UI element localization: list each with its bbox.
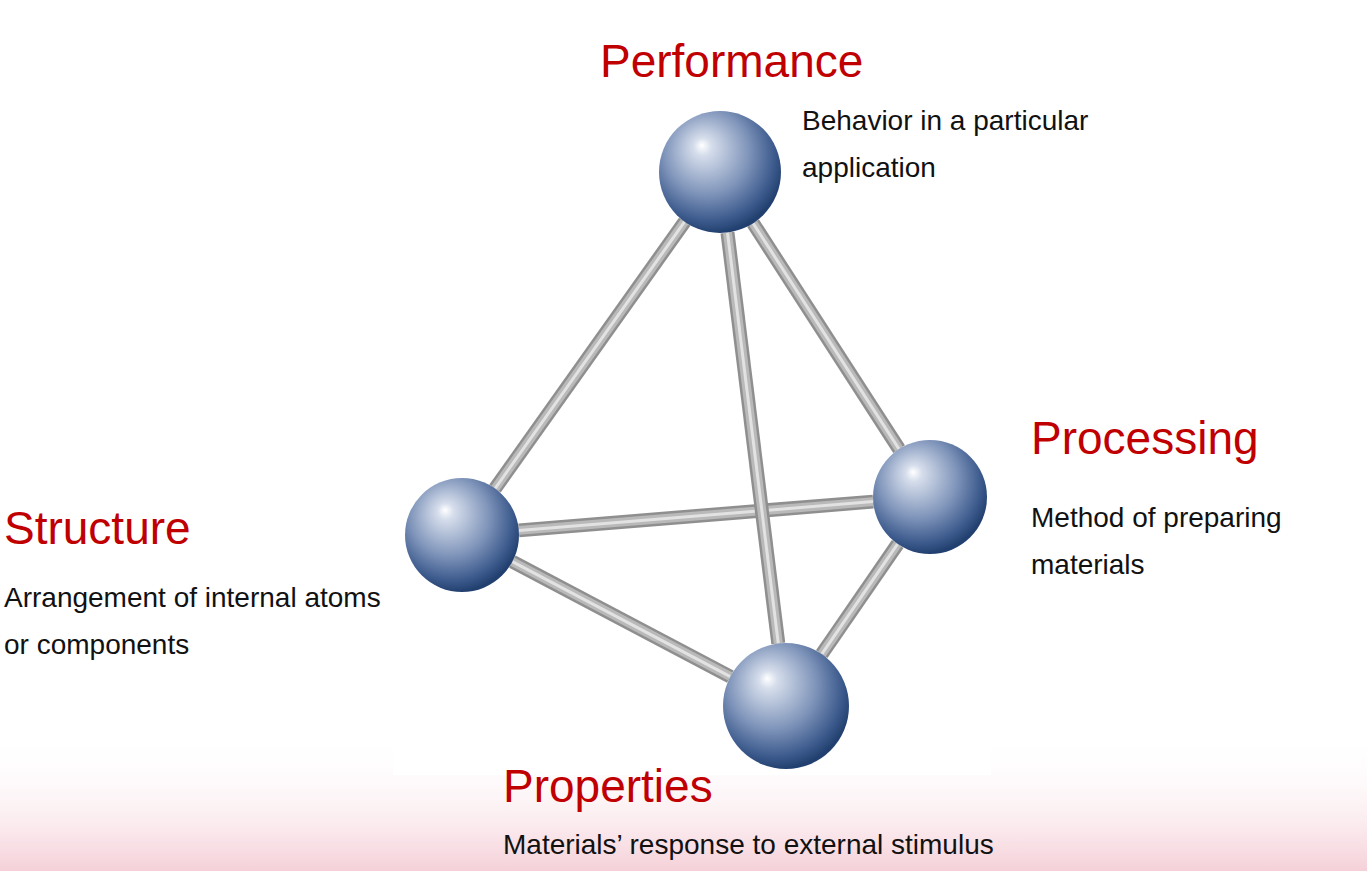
sphere-body <box>405 478 519 592</box>
rod <box>512 562 730 677</box>
node-description: Method of preparing materials <box>1031 494 1361 588</box>
sphere-body <box>723 643 849 769</box>
rod-highlight <box>727 233 778 644</box>
rod-highlight <box>753 223 899 449</box>
sphere-node: PropertiesMaterials’ response to externa… <box>723 643 849 769</box>
node-description: Materials’ response to external stimulus <box>503 821 994 868</box>
rod <box>753 223 899 449</box>
rod-shade <box>495 222 685 489</box>
rod-shade <box>727 233 778 644</box>
rod-group <box>495 222 685 489</box>
sphere-node: StructureArrangement of internal atoms o… <box>405 478 519 592</box>
rod <box>822 544 898 654</box>
sphere-body <box>873 440 987 554</box>
rod <box>519 502 873 531</box>
rod-shade <box>753 223 899 449</box>
rod <box>495 222 685 489</box>
node-heading: Structure <box>4 502 191 555</box>
rod-highlight <box>512 562 730 677</box>
node-description: Arrangement of internal atoms or compone… <box>4 574 399 668</box>
rod-group <box>727 233 778 644</box>
node-heading: Properties <box>503 760 713 813</box>
sphere <box>659 111 781 233</box>
sphere-node: ProcessingMethod of preparing materials <box>873 440 987 554</box>
rod-shade <box>512 562 730 677</box>
node-heading: Processing <box>1031 412 1259 465</box>
rod-highlight <box>822 544 898 654</box>
sphere <box>723 643 849 769</box>
rod-group <box>822 544 898 654</box>
rod-highlight <box>495 222 685 489</box>
rod-group <box>512 562 730 677</box>
rod-shade <box>519 502 873 531</box>
rod <box>727 233 778 644</box>
sphere-body <box>659 111 781 233</box>
rod-shade <box>822 544 898 654</box>
sphere <box>405 478 519 592</box>
rod-group <box>753 223 899 449</box>
rod-group <box>519 502 873 531</box>
node-description: Behavior in a particular application <box>802 97 1192 191</box>
node-heading: Performance <box>600 35 863 88</box>
sphere-node: PerformanceBehavior in a particular appl… <box>659 111 781 233</box>
sphere <box>873 440 987 554</box>
rod-highlight <box>519 502 873 531</box>
